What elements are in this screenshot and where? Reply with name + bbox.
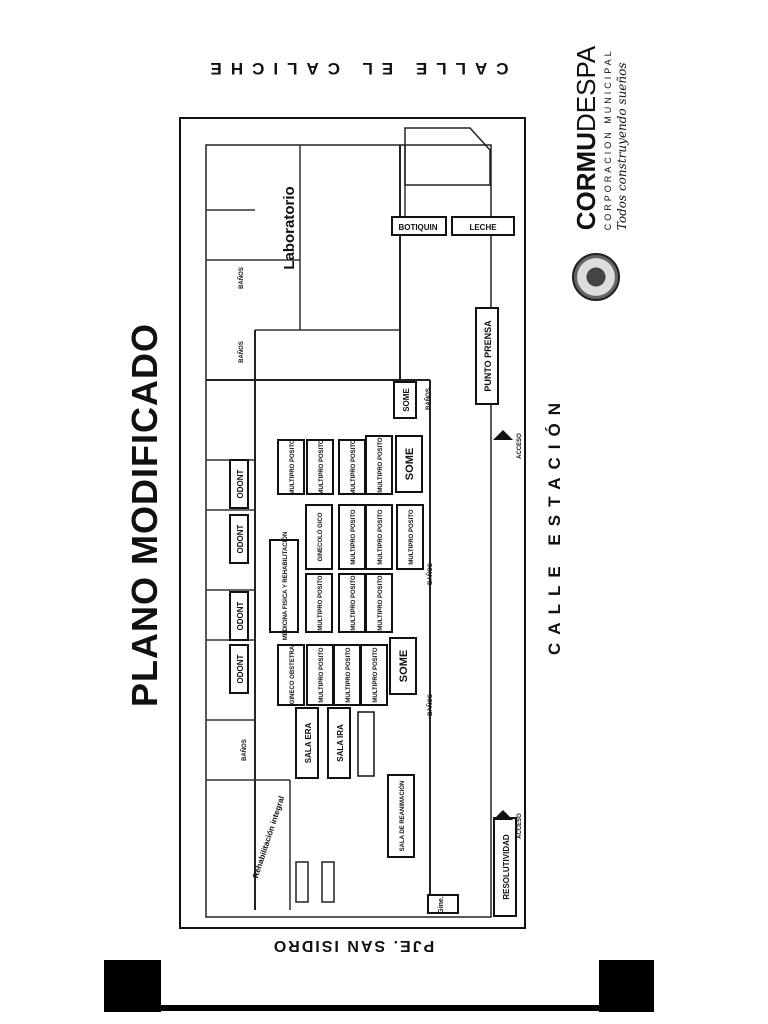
room-sala-ira: SALA IRA xyxy=(336,724,345,762)
access-arrow-icon xyxy=(493,430,513,440)
svg-text:ODONT: ODONT xyxy=(236,469,245,498)
room-punto-prensa: PUNTO PRENSA xyxy=(483,320,493,392)
access-label-main: ACCESO xyxy=(517,433,523,459)
svg-text:MULTIPRO POSITO: MULTIPRO POSITO xyxy=(346,647,352,702)
svg-text:MEDICINA FISICA Y REHABILITACI: MEDICINA FISICA Y REHABILITACIÓN xyxy=(281,532,289,641)
building-outline xyxy=(179,117,526,929)
svg-text:MULTIPRO POSITO: MULTIPRO POSITO xyxy=(351,509,357,564)
room-banos-label: BAÑOS xyxy=(238,267,245,289)
room-banos-label: BAÑOS xyxy=(425,388,432,410)
svg-text:MULTIPRO POSITO: MULTIPRO POSITO xyxy=(351,575,357,630)
room-some-big-2: SOME xyxy=(398,650,410,682)
room-botiquin: BOTIQUIN xyxy=(398,223,437,232)
room-some-small: SOME xyxy=(402,388,411,412)
svg-text:GINECOLÓ GICO: GINECOLÓ GICO xyxy=(316,512,324,561)
bottom-bar xyxy=(104,1005,654,1011)
room-gine: Gine. xyxy=(438,896,445,914)
svg-text:MULTIPRO POSITO: MULTIPRO POSITO xyxy=(319,439,325,494)
bottom-tab-right xyxy=(599,960,654,1012)
room-punto-prensa-box xyxy=(475,307,499,405)
access-label-secondary: ACCESO xyxy=(517,813,523,839)
room-sala-era: SALA ERA xyxy=(304,722,313,763)
room-some-big-box xyxy=(389,637,417,695)
svg-text:MULTIPRO POSITO: MULTIPRO POSITO xyxy=(318,575,324,630)
svg-text:ODONT: ODONT xyxy=(236,601,245,630)
inner-outline xyxy=(205,144,492,918)
svg-text:MULTIPRO POSITO: MULTIPRO POSITO xyxy=(351,439,357,494)
svg-text:MULTIPRO POSITO: MULTIPRO POSITO xyxy=(378,437,384,492)
room-sala-reanimacion: SALA DE REANIMACIÓN xyxy=(398,781,406,852)
bottom-tab-left xyxy=(104,960,161,1012)
room-sala-ira-box xyxy=(327,707,351,779)
svg-text:MULTIPRO POSITO: MULTIPRO POSITO xyxy=(409,509,415,564)
svg-text:ODONT: ODONT xyxy=(236,654,245,683)
room-banos-label: BAÑOS xyxy=(427,694,434,716)
room-sala-reanimacion-box xyxy=(387,774,415,858)
room-banos-label: BAÑOS xyxy=(238,341,245,363)
room-banos-label: BAÑOS xyxy=(427,563,434,585)
room-leche: LECHE xyxy=(469,223,497,232)
room-resolutividad: RESOLUTIVIDAD xyxy=(502,834,511,900)
svg-text:MULTIPRO POSITO: MULTIPRO POSITO xyxy=(373,647,379,702)
odont-rooms: ODONT ODONT ODONT ODONT xyxy=(229,459,249,694)
room-leche-box xyxy=(451,216,515,236)
room-some-big-box xyxy=(395,435,423,493)
svg-text:ODONT: ODONT xyxy=(236,524,245,553)
room-some-big-1: SOME xyxy=(404,448,416,480)
room-laboratorio: Laboratorio xyxy=(281,186,298,269)
multipro-rooms: MULTIPRO POSITO MULTIPRO POSITO MULTIPRO… xyxy=(269,435,424,706)
parking-car-icon xyxy=(321,861,335,903)
svg-text:MULTIPRO POSITO: MULTIPRO POSITO xyxy=(378,509,384,564)
svg-text:MULTIPRO POSITO: MULTIPRO POSITO xyxy=(319,647,325,702)
svg-text:MULTIPRO POSITO: MULTIPRO POSITO xyxy=(290,439,296,494)
room-botiquin-box xyxy=(391,216,447,236)
parking-car-icon xyxy=(295,861,309,903)
svg-text:MULTIPRO POSITO: MULTIPRO POSITO xyxy=(378,575,384,630)
svg-text:GINECO OBSTETRA: GINECO OBSTETRA xyxy=(290,645,296,704)
municipal-seal-icon xyxy=(572,253,620,301)
room-banos-label: BAÑOS xyxy=(241,739,248,761)
room-rehabilitacion-integral: Rehabilitación integral xyxy=(251,795,286,879)
access-arrow-icon xyxy=(493,810,513,820)
room-sala-era-box xyxy=(295,707,319,779)
room-some-small-box xyxy=(393,381,417,419)
